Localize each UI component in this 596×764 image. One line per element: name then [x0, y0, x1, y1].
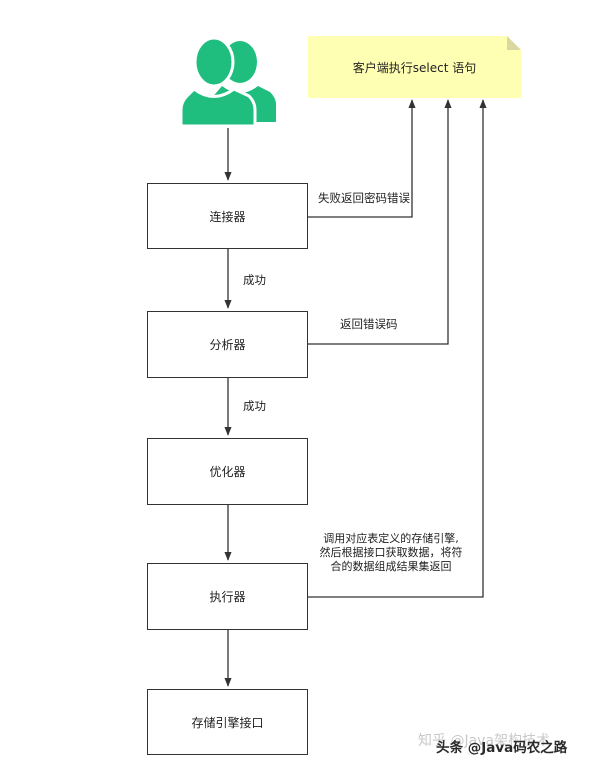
storage-box: 存储引擎接口	[147, 689, 308, 755]
success-label-1: 成功	[243, 273, 266, 287]
analyzer-box: 分析器	[147, 311, 308, 378]
users-icon	[179, 36, 276, 128]
watermark-bold: 头条 @Java码农之路	[436, 740, 568, 756]
return-analyzer	[308, 99, 452, 345]
executor-box: 执行器	[147, 563, 308, 630]
note-fold	[507, 36, 521, 50]
note-shape	[308, 36, 521, 98]
executor-desc-line-2: 然后根据接口获取数据，将符	[319, 546, 463, 559]
executor-desc-line-1: 调用对应表定义的存储引擎,	[323, 532, 459, 545]
watermark-faint: 知乎 @Java架构技术	[418, 733, 551, 749]
optimizer-box: 优化器	[147, 438, 308, 505]
executor-description: 调用对应表定义的存储引擎, 然后根据接口获取数据，将符 合的数据组成结果集返回	[306, 532, 476, 574]
analyzer-error-label: 返回错误码	[340, 317, 398, 331]
executor-desc-line-3: 合的数据组成结果集返回	[330, 560, 452, 573]
note-label: 客户端执行select 语句	[352, 60, 477, 75]
success-label-2: 成功	[243, 399, 266, 413]
connector-box: 连接器	[147, 183, 308, 249]
return-executor	[308, 99, 487, 598]
connector-fail-label: 失败返回密码错误	[318, 191, 410, 205]
return-connector	[308, 99, 416, 218]
